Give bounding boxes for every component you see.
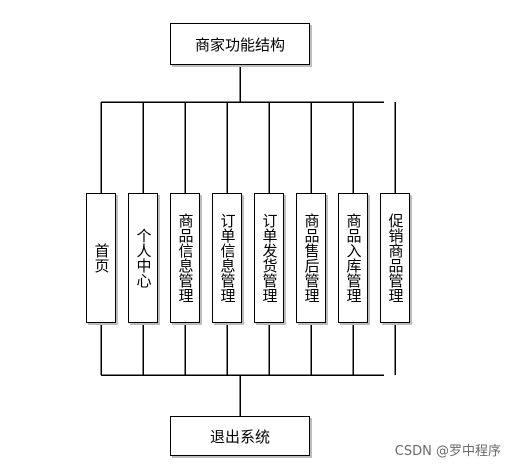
- module-label: 促销商品管理: [386, 213, 405, 303]
- top-node-label: 商家功能结构: [194, 35, 285, 54]
- watermark-text: CSDN @罗中程序: [394, 444, 501, 459]
- module-label: 商品入库管理: [344, 213, 363, 303]
- module-box-2: 个人中心: [128, 193, 158, 323]
- module-box-7: 商品入库管理: [338, 193, 368, 323]
- top-node-box: 商家功能结构: [170, 23, 310, 65]
- module-label: 个人中心: [134, 228, 153, 288]
- module-box-1: 首页: [86, 193, 116, 323]
- module-box-5: 订单发货管理: [254, 193, 284, 323]
- module-label: 订单发货管理: [260, 213, 279, 303]
- bottom-node-label: 退出系统: [209, 427, 270, 446]
- module-label: 商品售后管理: [302, 213, 321, 303]
- module-label: 首页: [92, 243, 111, 273]
- module-label: 商品信息管理: [176, 213, 195, 303]
- bottom-node-box: 退出系统: [170, 416, 310, 456]
- module-box-6: 商品售后管理: [296, 193, 326, 323]
- module-box-3: 商品信息管理: [170, 193, 200, 323]
- module-label: 订单信息管理: [218, 213, 237, 303]
- module-box-4: 订单信息管理: [212, 193, 242, 323]
- module-box-8: 促销商品管理: [380, 193, 410, 323]
